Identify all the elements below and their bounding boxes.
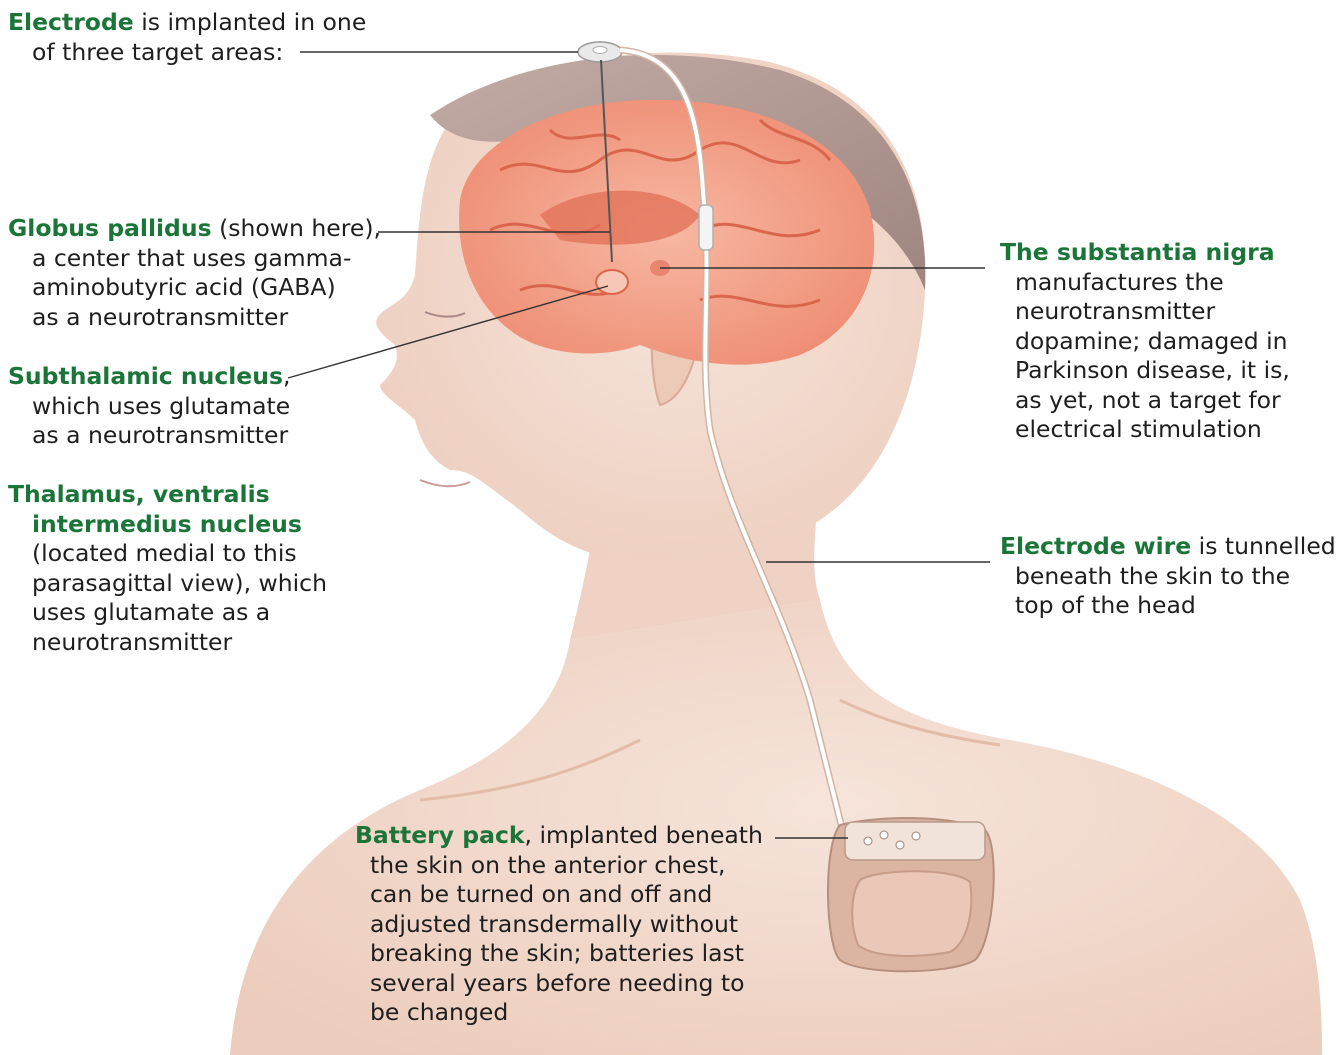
label-battery-pack: Battery pack, implanted beneath the skin… [355,821,763,1028]
text-line: (shown here), [219,214,381,242]
text-line: aminobutyric acid (GABA) [8,273,381,303]
label-thalamus: Thalamus, ventralis intermedius nucleus … [8,480,327,657]
text-line: the skin on the anterior chest, [355,851,763,881]
heading-electrode-wire: Electrode wire [1000,532,1191,560]
text-line: be changed [355,998,763,1028]
text-line: dopamine; damaged in [1000,327,1290,357]
text-line: uses glutamate as a [8,598,327,628]
text-line: adjusted transdermally without [355,910,763,940]
heading-subthalamic-nucleus: Subthalamic nucleus [8,362,283,390]
text-line: several years before needing to [355,969,763,999]
label-electrode-wire: Electrode wire is tunnelled beneath the … [1000,532,1336,621]
text-line: (located medial to this [8,539,327,569]
text-line: as a neurotransmitter [8,303,381,333]
text-line: which uses glutamate [8,392,290,422]
text-line: as yet, not a target for [1000,386,1290,416]
text-line: electrical stimulation [1000,415,1290,445]
text-line: is tunnelled [1199,532,1336,560]
heading-battery-pack: Battery pack [355,821,525,849]
text-line: neurotransmitter [1000,297,1290,327]
text-line: , [283,362,290,390]
label-globus-pallidus: Globus pallidus (shown here), a center t… [8,214,381,332]
text-line: , implanted beneath [525,821,763,849]
heading-globus-pallidus: Globus pallidus [8,214,212,242]
text-line: is implanted in one [141,8,366,36]
heading-thalamus: Thalamus, ventralis [8,480,327,510]
text-line: as a neurotransmitter [8,421,290,451]
label-electrode: Electrode is implanted in one of three t… [8,8,366,67]
text-line: beneath the skin to the [1000,562,1336,592]
text-line: a center that uses gamma- [8,244,381,274]
text-line: breaking the skin; batteries last [355,939,763,969]
text-line: parasagittal view), which [8,569,327,599]
text-line: neurotransmitter [8,628,327,658]
text-line: of three target areas: [8,38,366,68]
label-substantia-nigra: The substantia nigra manufactures the ne… [1000,238,1290,445]
text-line: top of the head [1000,591,1336,621]
text-line: Parkinson disease, it is, [1000,356,1290,386]
heading-thalamus-2: intermedius nucleus [8,510,327,540]
label-subthalamic-nucleus: Subthalamic nucleus, which uses glutamat… [8,362,290,451]
text-line: manufactures the [1000,268,1290,298]
electrode-disc-icon [578,42,622,62]
battery-pack-icon [828,818,994,971]
heading-substantia-nigra: The substantia nigra [1000,238,1290,268]
text-line: can be turned on and off and [355,880,763,910]
heading-electrode: Electrode [8,8,134,36]
